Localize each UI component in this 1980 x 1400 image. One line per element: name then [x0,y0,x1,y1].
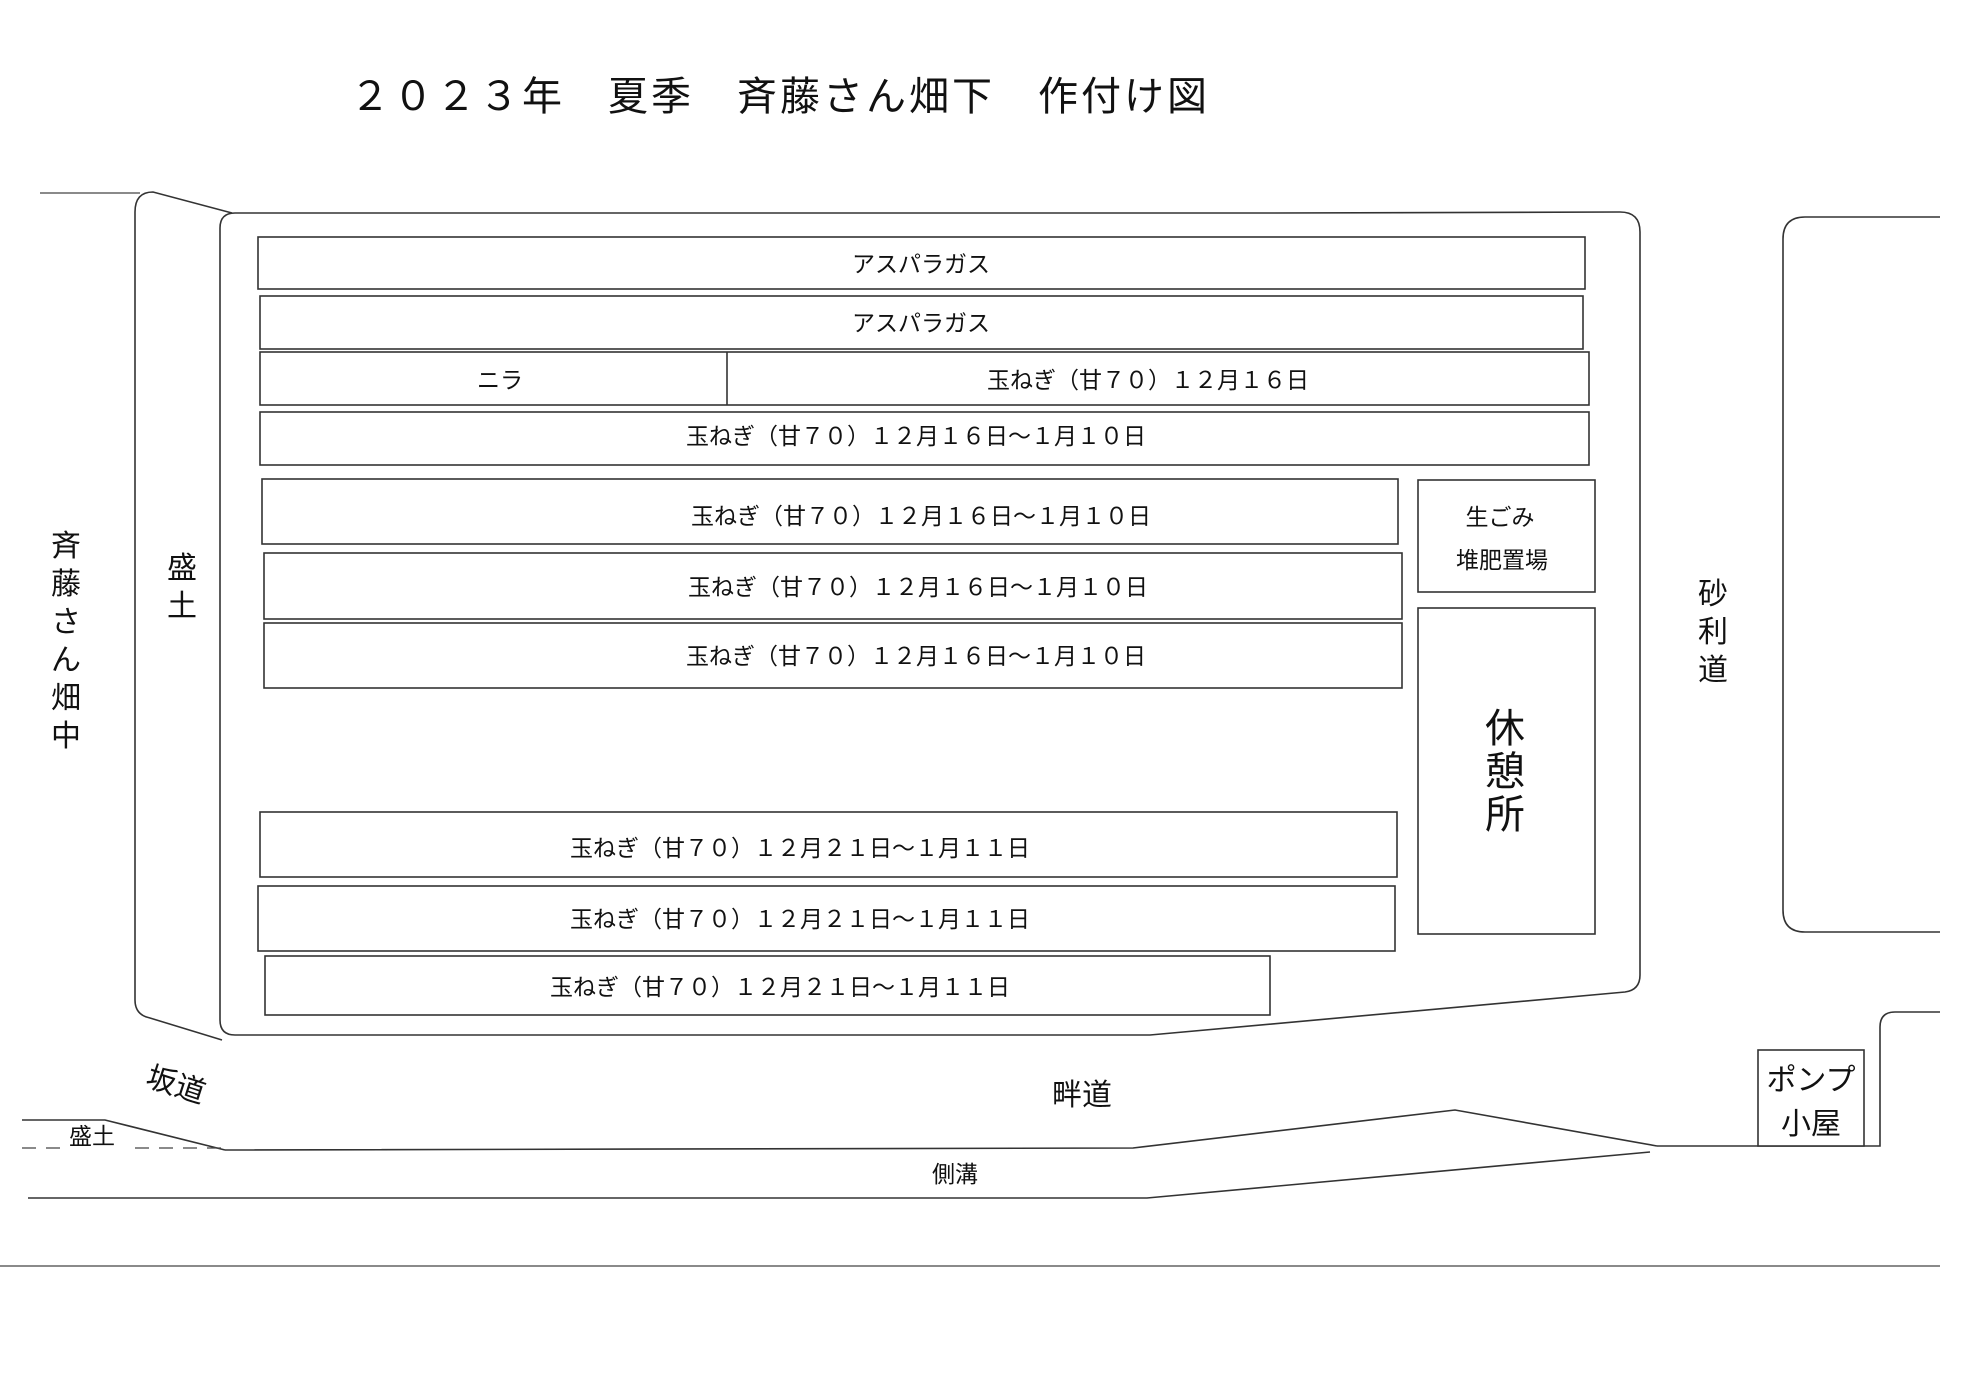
bed-row-5: 玉ねぎ（甘７０）１２月１６日～１月１０日 [261,478,1399,545]
bed-row-2: アスパラガス [259,295,1584,350]
svg-text:藤: 藤 [51,567,81,602]
svg-text:道: 道 [1698,653,1728,688]
bottom-boundary-left [22,1119,226,1151]
svg-text:生ごみ: 生ごみ [1466,505,1535,531]
svg-text:休: 休 [1485,706,1525,752]
bed-row-6: 玉ねぎ（甘７０）１２月１６日～１月１０日 [263,552,1403,620]
diagram-title: ２０２３年 夏季 斉藤さん畑下 作付け図 [350,74,1210,120]
svg-text:玉ねぎ（甘７０）１２月２１日～１月１１日: 玉ねぎ（甘７０）１２月２１日～１月１１日 [570,836,1030,862]
svg-text:憩: 憩 [1485,749,1525,795]
svg-text:玉ねぎ（甘７０）１２月２１日～１月１１日: 玉ねぎ（甘７０）１２月２１日～１月１１日 [570,907,1030,933]
svg-text:玉ねぎ（甘７０）１２月２１日～１月１１日: 玉ねぎ（甘７０）１２月２１日～１月１１日 [550,975,1010,1001]
bed-row-4: 玉ねぎ（甘７０）１２月１６日～１月１０日 [259,411,1590,466]
svg-text:玉ねぎ（甘７０）１２月１６日～１月１０日: 玉ねぎ（甘７０）１２月１６日～１月１０日 [688,575,1148,601]
label-saito-middle: 斉 藤 さ ん 畑 中 [51,529,81,754]
bed-row-3: ニラ 玉ねぎ（甘７０）１２月１６日 [259,351,1590,406]
pump-area-line [1657,1011,1940,1147]
svg-text:玉ねぎ（甘７０）１２月１６日～１月１０日: 玉ねぎ（甘７０）１２月１６日～１月１０日 [686,644,1146,670]
label-field-path: 畔道 [1052,1078,1112,1113]
svg-text:斉: 斉 [51,529,81,564]
svg-text:小屋: 小屋 [1781,1107,1841,1142]
bed-row-3-left: ニラ [477,368,523,394]
label-gravel-road: 砂 利 道 [1698,577,1728,688]
path-upper-line [224,1109,1658,1151]
svg-text:ん: ん [51,643,81,678]
embankment-strip [134,191,233,1041]
label-slope-road: 坂道 [142,1060,210,1112]
svg-text:ポンプ: ポンプ [1766,1063,1855,1098]
label-embankment-left: 盛 土 [167,551,197,624]
svg-text:堆肥置場: 堆肥置場 [1456,548,1548,574]
bed-row-10: 玉ねぎ（甘７０）１２月２１日～１月１１日 [264,955,1271,1016]
bed-row-1: アスパラガス [257,236,1586,290]
compost-area: 生ごみ 堆肥置場 [1417,479,1596,593]
svg-text:玉ねぎ（甘７０）１２月１６日～１月１０日: 玉ねぎ（甘７０）１２月１６日～１月１０日 [691,504,1151,530]
ditch-lower-line [28,1151,1651,1199]
bed-row-9: 玉ねぎ（甘７０）１２月２１日～１月１１日 [257,885,1396,952]
svg-text:さ: さ [51,605,81,640]
svg-text:畑: 畑 [51,681,81,716]
svg-text:中: 中 [51,719,81,754]
svg-text:盛: 盛 [167,551,197,586]
label-embankment-bottom: 盛土 [69,1124,115,1150]
svg-text:アスパラガス: アスパラガス [852,252,990,278]
svg-text:アスパラガス: アスパラガス [852,311,990,337]
gravel-road-boundary [1782,216,1940,933]
rest-area: 休 憩 所 [1417,607,1596,935]
field-outline [219,211,1641,1036]
svg-text:土: 土 [167,589,197,624]
bed-row-7: 玉ねぎ（甘７０）１２月１６日～１月１０日 [263,622,1403,689]
svg-text:所: 所 [1485,792,1525,838]
svg-text:砂: 砂 [1698,577,1728,612]
svg-text:利: 利 [1698,615,1728,650]
bed-row-8: 玉ねぎ（甘７０）１２月２１日～１月１１日 [259,811,1398,878]
bed-row-3-right: 玉ねぎ（甘７０）１２月１６日 [987,368,1309,394]
svg-text:玉ねぎ（甘７０）１２月１６日～１月１０日: 玉ねぎ（甘７０）１２月１６日～１月１０日 [686,424,1146,450]
pump-shed: ポンプ 小屋 [1757,1049,1865,1147]
label-side-ditch: 側溝 [932,1162,978,1188]
